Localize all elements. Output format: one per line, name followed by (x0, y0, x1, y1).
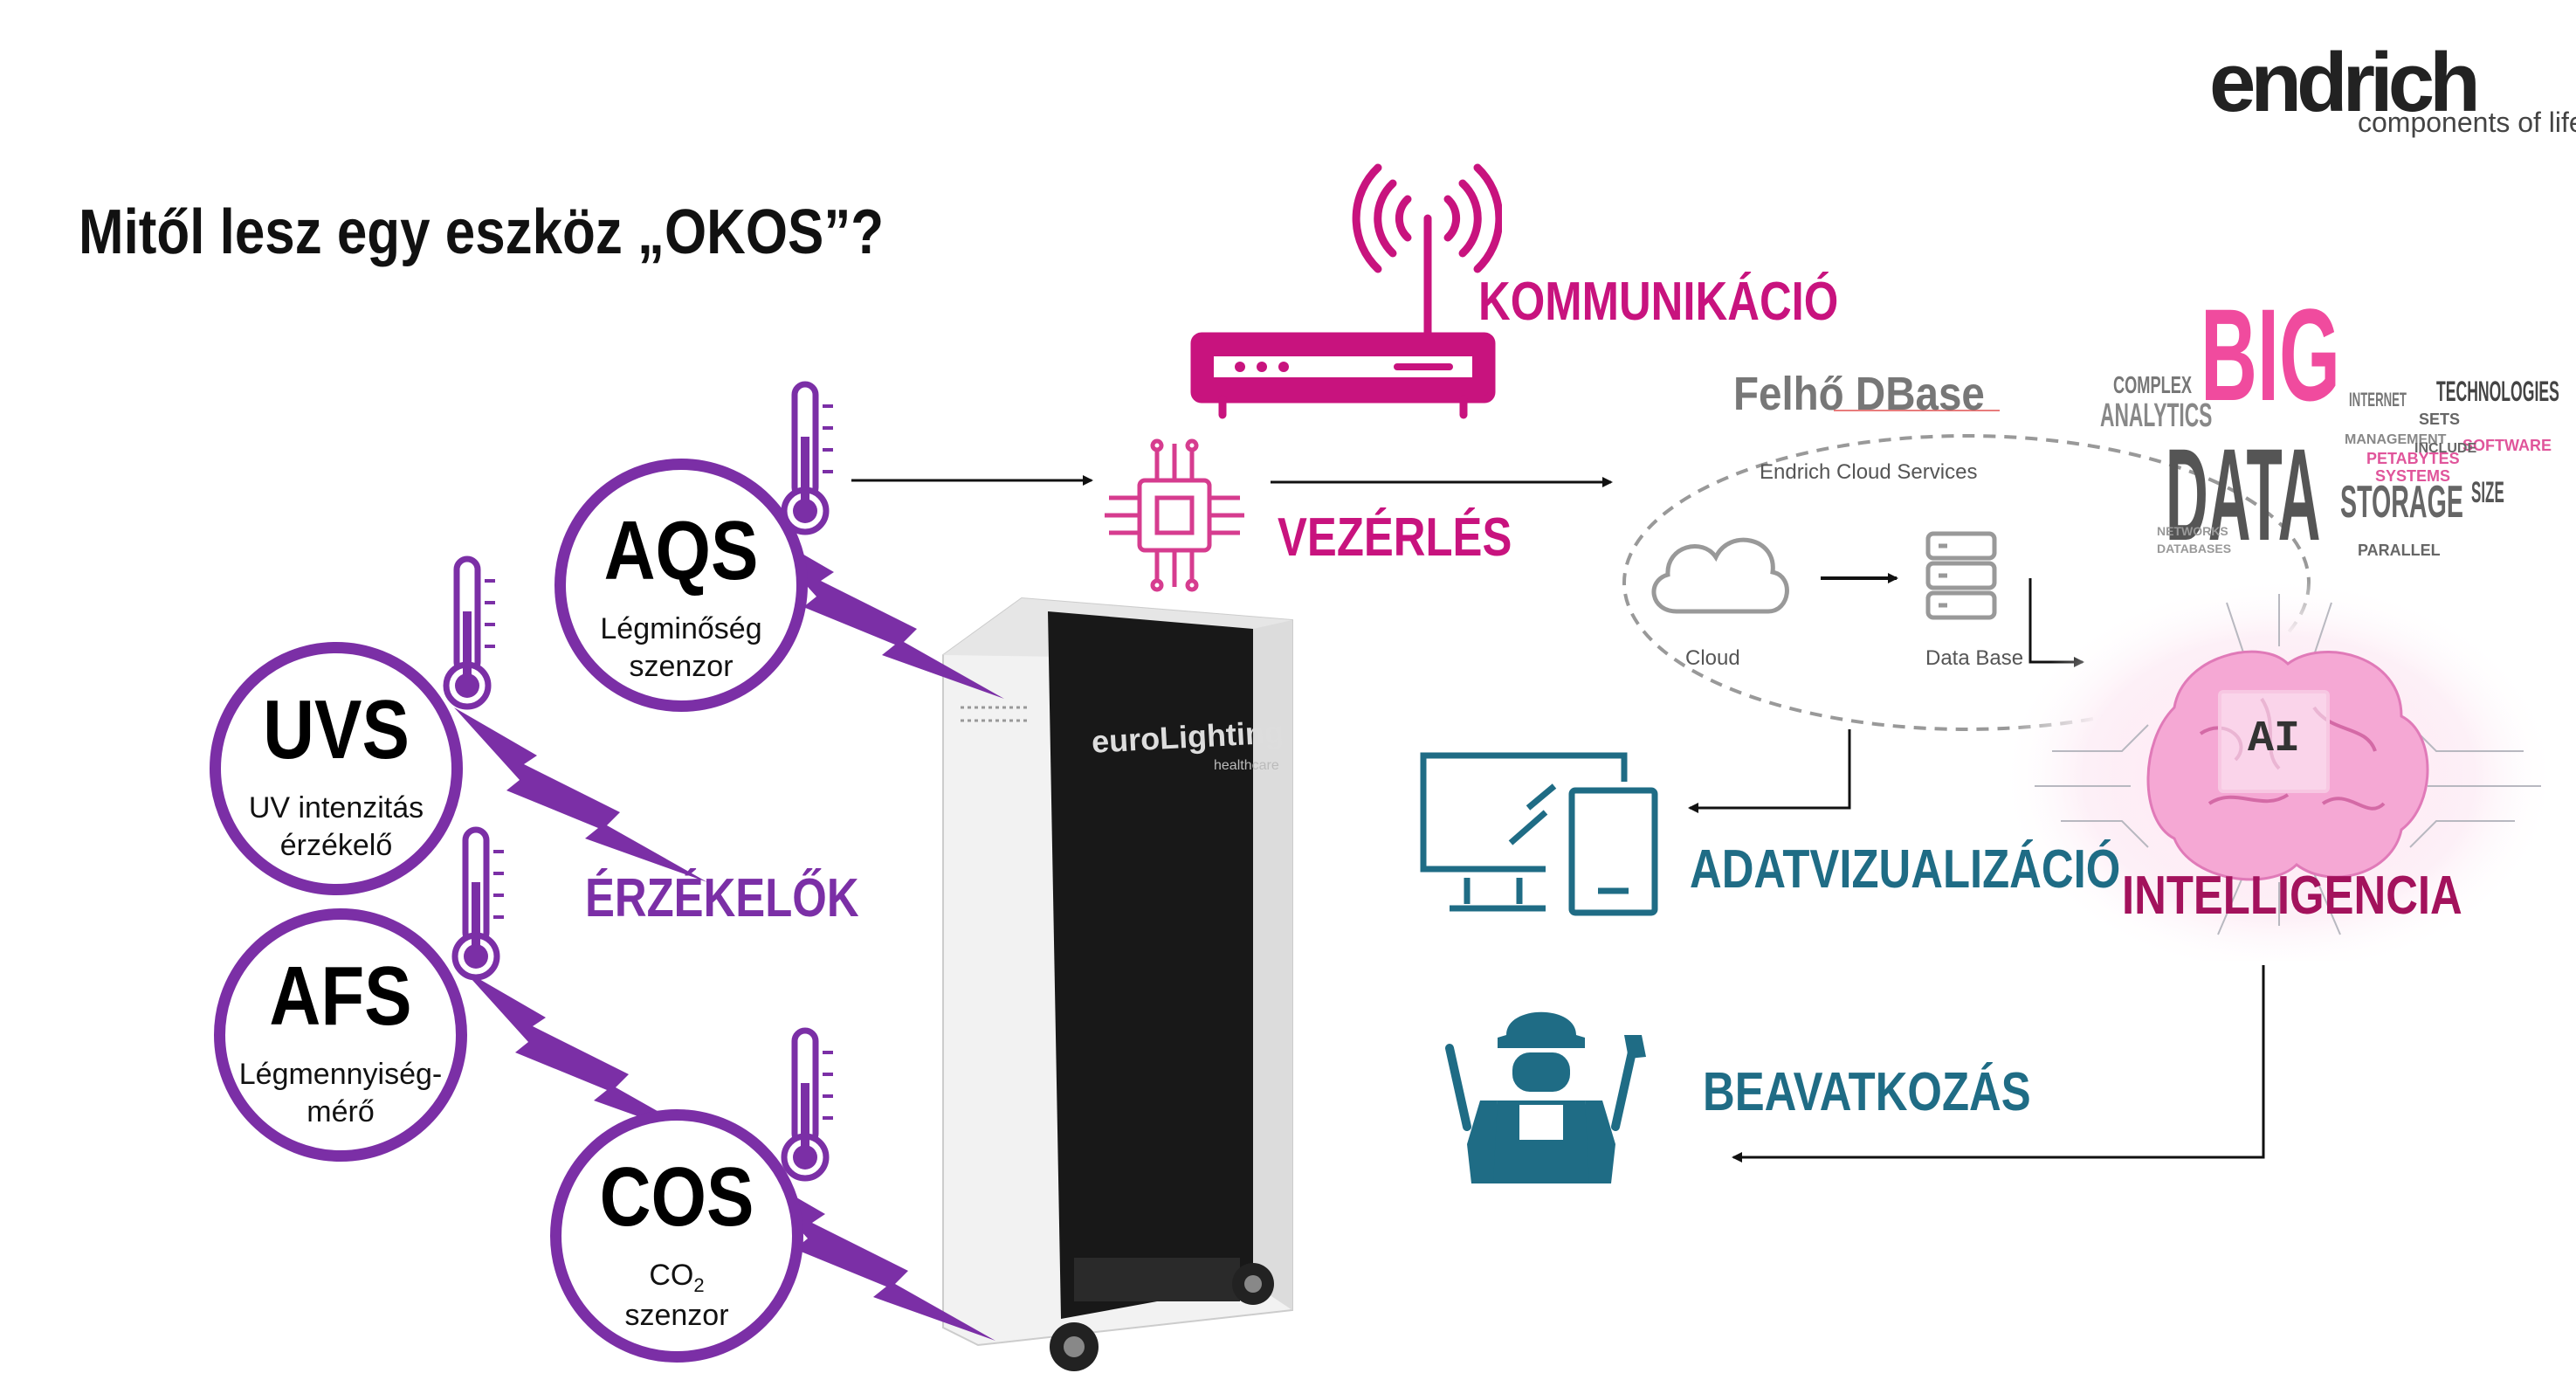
sensor-desc-line2: mérő (225, 1094, 456, 1131)
sensors-group-label: ÉRZÉKELŐK (585, 867, 859, 929)
thermometer-icon (446, 559, 495, 707)
sensor-afs: AFS Légmennyiség- mérő (214, 908, 467, 1162)
sensor-code: AQS (583, 509, 779, 593)
sensor-desc-line2: érzékelő (221, 827, 451, 865)
sensor-code: COS (579, 1156, 775, 1239)
thermometer-icon (784, 384, 833, 532)
sensor-aqs: AQS Légminőség szenzor (554, 459, 808, 712)
sensor-desc-line1: CO2 (561, 1257, 792, 1297)
thermometer-icon (455, 830, 504, 977)
sensor-code: AFS (243, 955, 438, 1038)
sensor-desc-line1: Légmennyiség- (225, 1056, 456, 1094)
co-text: CO (649, 1259, 693, 1292)
sensor-code: UVS (238, 688, 434, 772)
thermometer-icon (784, 1031, 833, 1178)
sensor-desc-line2: szenzor (566, 648, 796, 686)
sensor-desc-line1: Légminőség (566, 611, 796, 648)
sensor-desc-line2: szenzor (561, 1297, 792, 1335)
sensor-cos: COS CO2 szenzor (550, 1109, 803, 1363)
lightning-icon (454, 707, 707, 882)
sensor-uvs: UVS UV intenzitás érzékelő (210, 642, 463, 895)
co-subscript: 2 (693, 1274, 704, 1296)
sensor-desc-line1: UV intenzitás (221, 790, 451, 827)
